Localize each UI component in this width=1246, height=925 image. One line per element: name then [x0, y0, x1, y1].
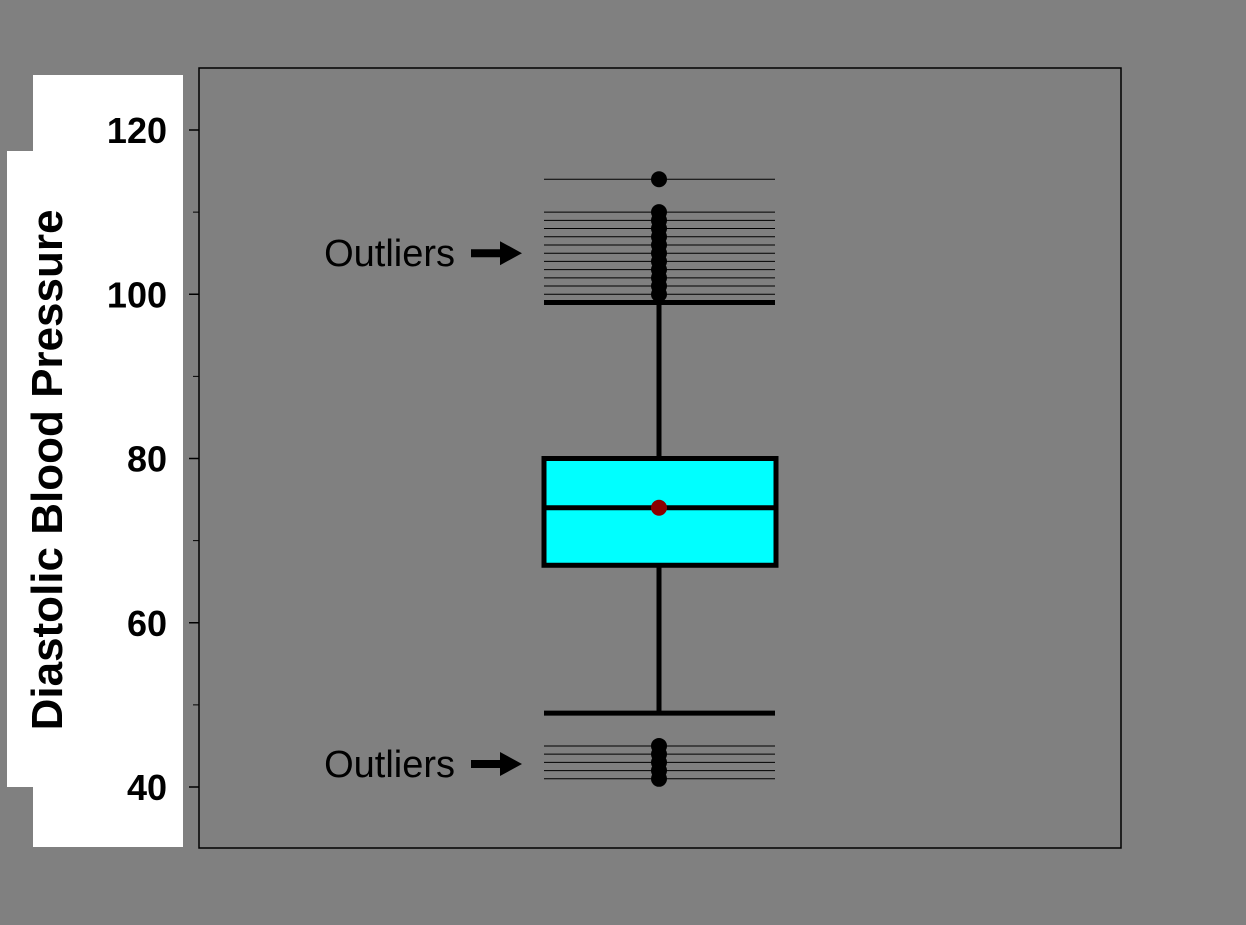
arrow-right-icon	[471, 241, 522, 266]
y-tick-label: 40	[127, 767, 167, 808]
mean-marker	[651, 499, 667, 516]
y-tick-label: 120	[107, 110, 167, 151]
y-axis: 40 60 80 100 120	[107, 110, 199, 808]
outlier-point	[651, 204, 667, 221]
y-axis-label: Diastolic Blood Pressure	[23, 210, 72, 731]
outliers-annotation-label: Outliers	[324, 233, 455, 275]
axis-title-panel	[7, 151, 97, 787]
y-tick-label: 80	[127, 439, 167, 480]
outlier-point	[651, 171, 667, 188]
arrow-right-icon	[471, 752, 522, 777]
label-panels	[7, 75, 183, 847]
outliers-annotation-label: Outliers	[324, 744, 455, 786]
outliers	[544, 171, 775, 787]
box-plot	[541, 299, 779, 716]
y-tick-label: 100	[107, 274, 167, 315]
outlier-point	[651, 737, 667, 754]
y-tick-label: 60	[127, 603, 167, 644]
